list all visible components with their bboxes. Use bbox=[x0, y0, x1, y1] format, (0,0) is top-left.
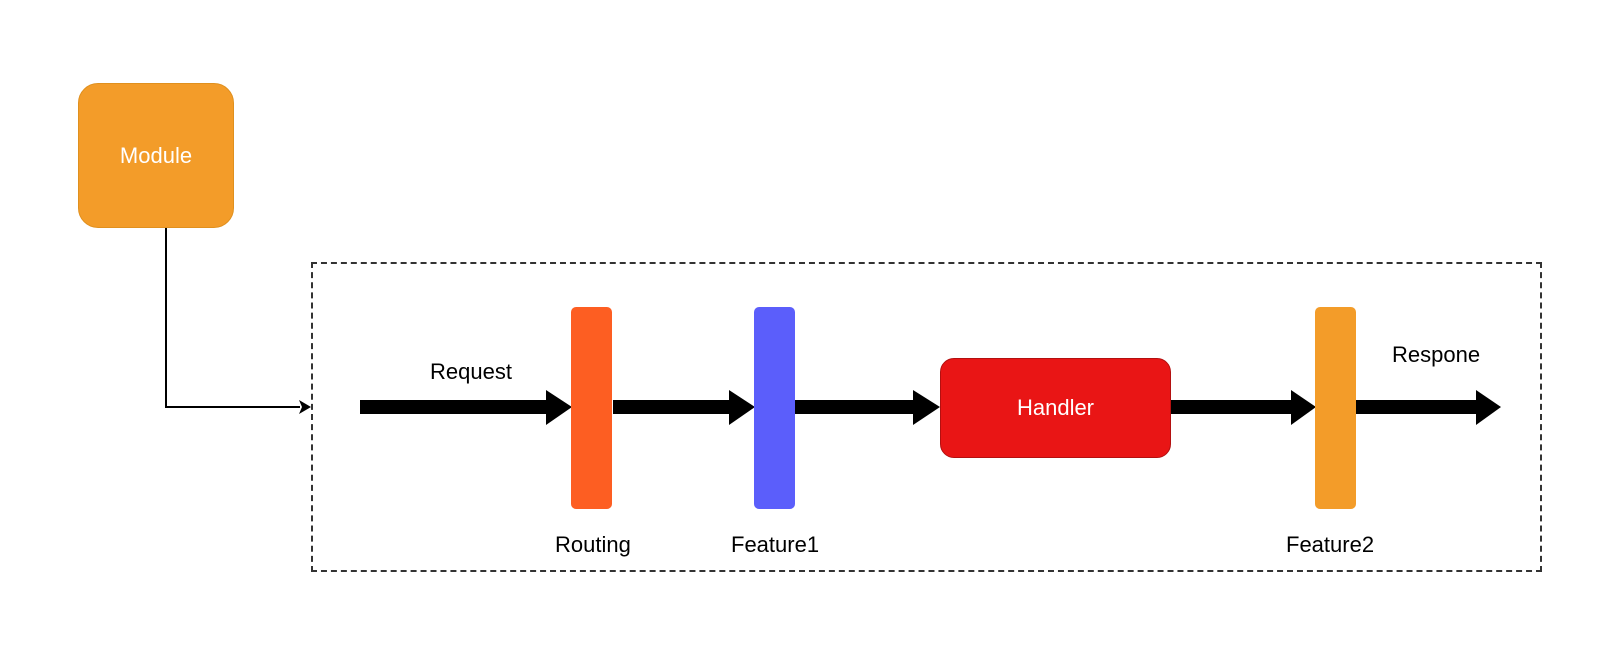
module-label: Module bbox=[119, 142, 193, 168]
arrow-handler-to-feature2 bbox=[1171, 390, 1316, 425]
feature1-bar[interactable] bbox=[754, 307, 795, 509]
handler-node[interactable]: Handler bbox=[940, 358, 1171, 458]
module-node[interactable]: Module bbox=[78, 83, 234, 228]
module-connector-arrowhead bbox=[299, 400, 311, 414]
request-label: Request bbox=[430, 359, 512, 384]
feature2-bar[interactable] bbox=[1315, 307, 1356, 509]
arrow-feature1-to-handler bbox=[795, 390, 940, 425]
handler-label: Handler bbox=[1016, 395, 1095, 420]
arrow-routing-to-feature1 bbox=[613, 390, 755, 425]
feature1-label: Feature1 bbox=[731, 532, 820, 557]
feature2-label: Feature2 bbox=[1286, 532, 1375, 557]
routing-bar[interactable] bbox=[571, 307, 612, 509]
arrow-feature2-to-response bbox=[1356, 390, 1501, 425]
arrow-request-to-routing bbox=[360, 390, 572, 425]
response-label: Respone bbox=[1392, 342, 1481, 367]
pipeline-frame bbox=[311, 262, 1542, 572]
routing-label: Routing bbox=[555, 532, 631, 557]
module-connector bbox=[165, 228, 300, 408]
